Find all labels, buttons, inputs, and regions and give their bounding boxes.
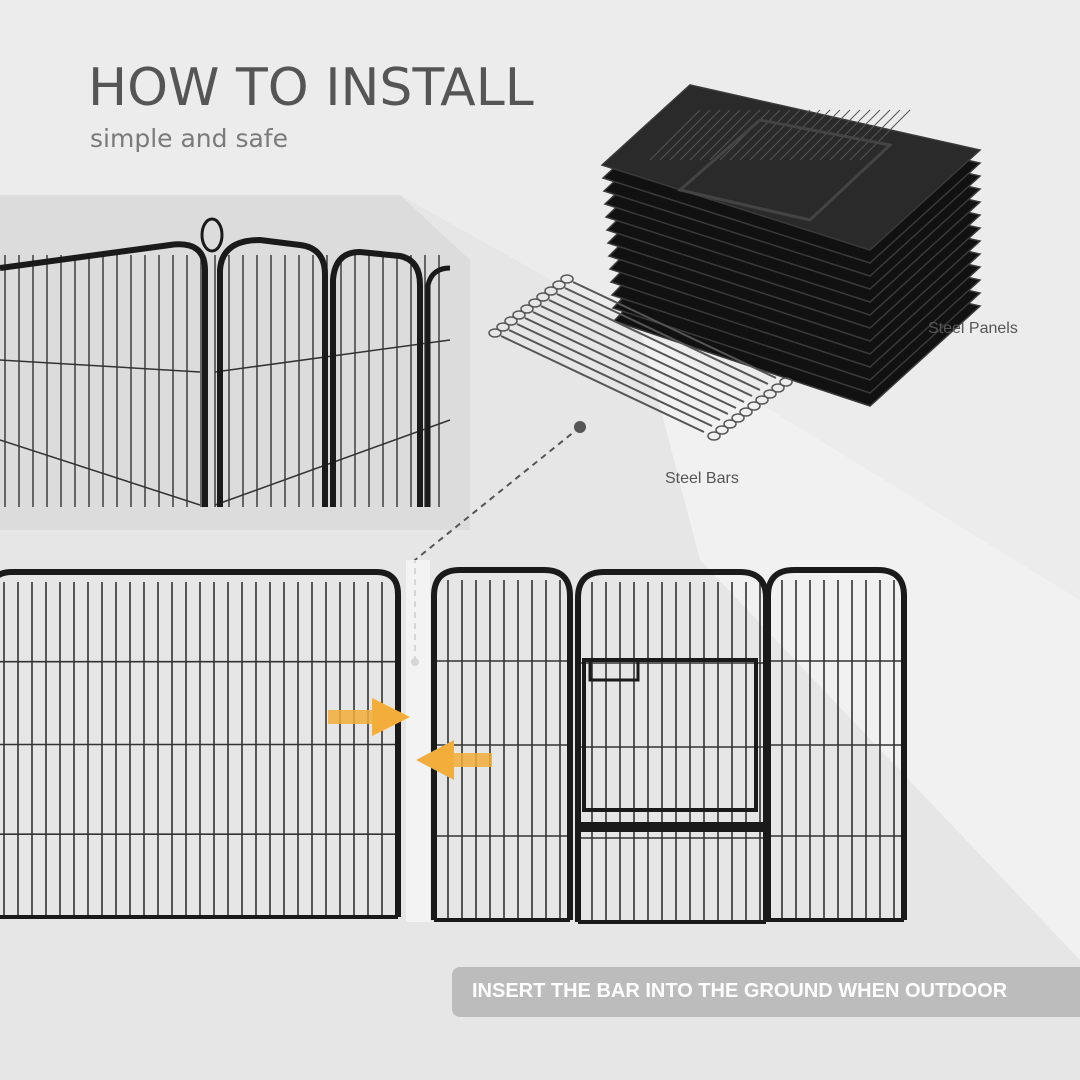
instruction-text: INSERT THE BAR INTO THE GROUND WHEN OUTD… <box>472 980 1008 1002</box>
assembled-fence-photo <box>0 217 451 507</box>
arrow-left-icon <box>416 740 492 780</box>
steel-bars-label: Steel Bars <box>665 470 739 487</box>
arrow-right-icon <box>328 698 410 736</box>
top-loop <box>200 217 224 253</box>
steel-bar <box>524 317 729 415</box>
steel-panels-label: Steel Panels <box>928 320 1018 337</box>
fence-panel <box>765 567 907 922</box>
fence-panel <box>431 567 573 922</box>
steel-bar <box>508 329 713 427</box>
steel-bar <box>500 335 705 433</box>
steel-bar <box>564 287 769 385</box>
fence-panel <box>575 569 769 924</box>
gate-latch <box>588 658 640 682</box>
page-title: HOW TO INSTALL <box>88 58 534 118</box>
fence-panel <box>0 569 401 919</box>
steel-bar <box>540 305 745 403</box>
steel-bar-insert <box>406 560 430 922</box>
steel-bar <box>556 293 761 391</box>
gate-bottom-bar <box>578 822 766 832</box>
steel-bar <box>548 299 753 397</box>
bottom-fence-panels <box>0 560 907 924</box>
gate-door <box>582 658 758 812</box>
instruction-banner: INSERT THE BAR INTO THE GROUND WHEN OUTD… <box>452 967 1080 1017</box>
steel-bar <box>516 323 721 421</box>
page-subtitle: simple and safe <box>90 124 288 153</box>
steel-panels-stack <box>600 84 982 407</box>
steel-bars <box>488 274 793 441</box>
steel-bar <box>532 311 737 409</box>
steel-bar <box>572 281 777 379</box>
